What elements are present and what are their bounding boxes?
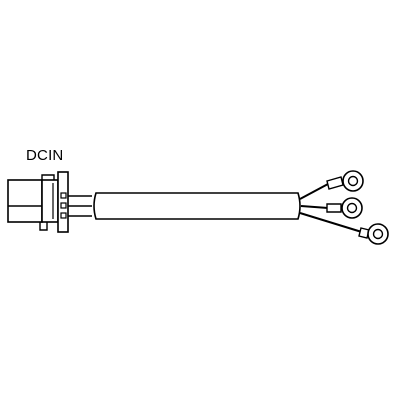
connector-label: DCIN	[26, 147, 64, 164]
connector-pin-1	[60, 192, 67, 199]
output-wire-1	[299, 183, 329, 200]
dc-connector	[7, 171, 69, 233]
ring-terminal-2-hole	[346, 202, 358, 214]
output-wire-3	[299, 212, 366, 234]
output-wires	[299, 183, 366, 234]
ring-terminal-2-barrel	[326, 203, 342, 213]
ring-terminal-1-hole	[347, 175, 359, 187]
connector-tab	[39, 222, 48, 231]
ring-terminal-3-hole	[372, 228, 384, 240]
connector-body	[7, 179, 43, 223]
output-wire-2	[300, 205, 329, 209]
cable-jacket-outline	[93, 192, 301, 220]
ring-terminal-3-barrel	[358, 227, 370, 239]
connector-wires	[68, 195, 92, 217]
ring-terminal-1-barrel	[326, 176, 344, 190]
cable-jacket	[93, 192, 301, 220]
connector-flange	[57, 171, 69, 233]
ring-terminal-2	[326, 197, 363, 219]
connector-pin-3	[60, 212, 67, 219]
ring-terminal-3	[358, 223, 389, 245]
ring-terminal-1	[326, 170, 364, 192]
connector-latch	[41, 174, 55, 180]
connector-head	[41, 179, 59, 223]
connector-pin-2	[60, 202, 67, 209]
